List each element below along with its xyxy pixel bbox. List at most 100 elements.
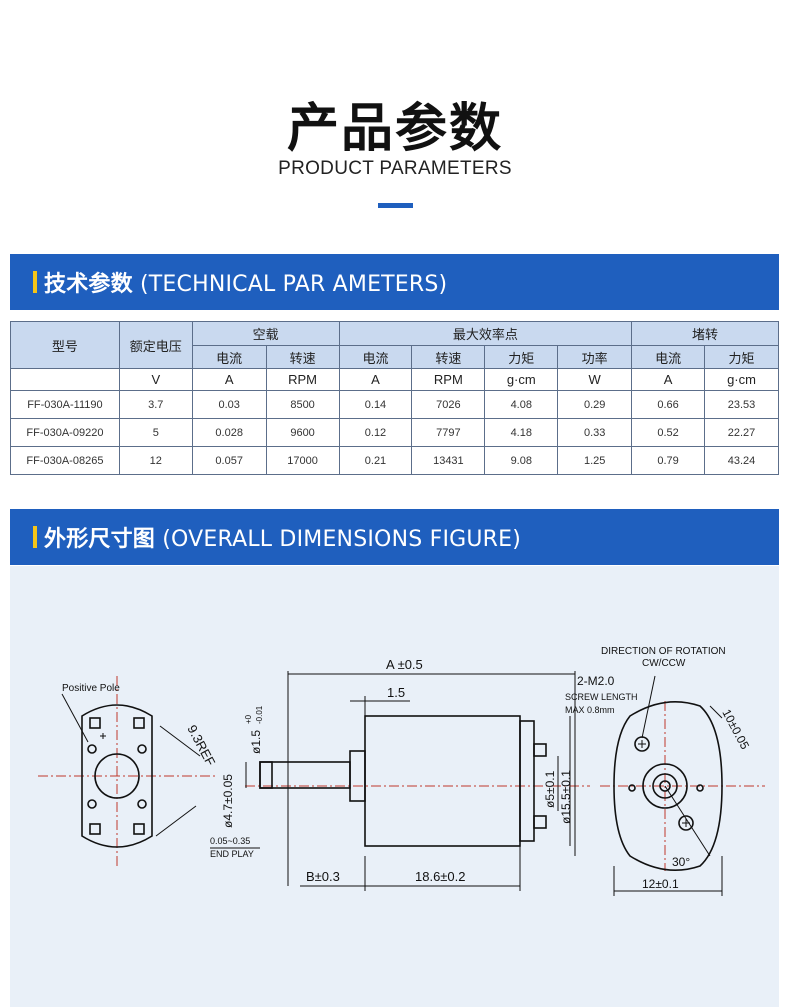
cell-me-power: 1.25 [557,446,633,475]
header-nl-current: 电流 [191,345,267,369]
dim-a-label: A ±0.5 [386,657,423,672]
unit-me-power: W [557,368,633,391]
title-underline [378,203,413,208]
end-view-right-annotations [613,675,723,896]
shaft-dia-label: ø1.5 [249,730,263,754]
unit-nl-speed: RPM [265,368,340,391]
header-st-current: 电流 [631,345,706,369]
dia-15-5-label: ø15.5±0.1 [559,770,573,824]
cell-voltage: 5 [118,418,193,447]
section-accent-bar [33,526,37,548]
cell-model: FF-030A-09220 [10,418,120,447]
cell-st-current: 0.52 [631,418,706,447]
screw-m2-label: 2-M2.0 [577,674,615,688]
rotation-label-1: DIRECTION OF ROTATION [601,646,726,657]
cell-st-torque: 23.53 [704,390,779,419]
cell-model: FF-030A-08265 [10,446,120,475]
end-view-left [81,704,153,848]
header-no-load: 空载 [191,321,340,346]
dim-12-label: 12±0.1 [642,877,679,891]
unit-nl-current: A [191,368,267,391]
dimensions-title-en: (OVERALL DIMENSIONS FIGURE) [162,527,522,552]
header-st-torque: 力矩 [704,345,779,369]
dim-18-6-label: 18.6±0.2 [415,869,466,884]
header-me-speed: 转速 [411,345,486,369]
shaft-dia-plus: +0 [244,714,253,724]
dia-5-label: ø5±0.1 [543,770,557,808]
screw-max-label: MAX 0.8mm [565,705,615,715]
header-max-efficiency: 最大效率点 [338,321,633,346]
cell-me-current: 0.21 [338,446,413,475]
header-nl-speed: 转速 [265,345,340,369]
cell-nl-current: 0.028 [191,418,267,447]
unit-model-empty [10,368,120,391]
unit-me-torque: g·cm [484,368,559,391]
end-play-label: END PLAY [210,849,254,859]
cell-nl-speed: 8500 [265,390,340,419]
cell-me-speed: 13431 [411,446,486,475]
cell-st-torque: 43.24 [704,446,779,475]
ref-9-3-label: 9.3REF [184,722,218,768]
header-me-torque: 力矩 [484,345,559,369]
header-me-current: 电流 [338,345,413,369]
parameters-table: 型号 额定电压 空载 最大效率点 堵转 电流 转速 电流 转速 力矩 功率 电流… [10,321,779,475]
cell-me-speed: 7797 [411,418,486,447]
positive-pole-leader [61,693,201,837]
technical-title-zh: 技术参数 [44,272,133,297]
cell-me-speed: 7026 [411,390,486,419]
cell-voltage: 12 [118,446,193,475]
dim-10-label: 10±0.05 [719,707,752,752]
unit-voltage: V [118,368,193,391]
cell-st-current: 0.79 [631,446,706,475]
dimensions-section-header: 外形尺寸图 (OVERALL DIMENSIONS FIGURE) [10,509,779,565]
cell-nl-speed: 17000 [265,446,340,475]
motor-side-view [259,715,547,847]
dimensions-section-title: 外形尺寸图 (OVERALL DIMENSIONS FIGURE) [44,521,521,553]
shaft-dia-group: ø1.5 +0 -0.01 [244,705,264,754]
cell-nl-speed: 9600 [265,418,340,447]
technical-title-en: (TECHNICAL PAR AMETERS) [140,272,448,297]
cell-me-current: 0.14 [338,390,413,419]
technical-section-header: 技术参数 (TECHNICAL PAR AMETERS) [10,254,779,310]
cell-me-power: 0.29 [557,390,633,419]
unit-st-torque: g·cm [704,368,779,391]
table-row: FF-030A-09220 5 0.028 9600 0.12 7797 4.1… [10,418,779,447]
technical-section-title: 技术参数 (TECHNICAL PAR AMETERS) [44,266,447,298]
unit-me-current: A [338,368,413,391]
center-lines [38,676,765,871]
screw-length-label: SCREW LENGTH [565,692,638,702]
angle-30-label: 30° [672,855,690,869]
dimensions-drawing-panel: Positive Pole 9.3REF A ±0.5 1 [10,566,779,1007]
positive-pole-label: Positive Pole [62,683,120,694]
header-stall: 堵转 [631,321,779,346]
dim-b-label: B±0.3 [306,869,340,884]
table-row: FF-030A-08265 12 0.057 17000 0.21 13431 … [10,446,779,475]
rotation-label-2: CW/CCW [642,658,686,669]
cell-me-power: 0.33 [557,418,633,447]
cell-nl-current: 0.03 [191,390,267,419]
cell-me-torque: 9.08 [484,446,559,475]
cell-st-torque: 22.27 [704,418,779,447]
header-me-power: 功率 [557,345,633,369]
unit-st-current: A [631,368,706,391]
dimension-lines [210,671,576,891]
end-view-right [613,700,723,872]
shaft-dia-minus: -0.01 [255,705,264,724]
cell-me-current: 0.12 [338,418,413,447]
section-accent-bar [33,271,37,293]
cell-me-torque: 4.18 [484,418,559,447]
unit-me-speed: RPM [411,368,486,391]
end-play-value: 0.05~0.35 [210,836,250,846]
page-subtitle: PRODUCT PARAMETERS [278,158,512,179]
cell-model: FF-030A-11190 [10,390,120,419]
page-title: 产品参数 [286,99,503,159]
header-rated-voltage: 额定电压 [118,321,193,369]
dia-4-7-label: ø4.7±0.05 [221,774,235,828]
dimensions-drawing: Positive Pole 9.3REF A ±0.5 1 [38,646,765,896]
header-model: 型号 [10,321,120,369]
dimensions-title-zh: 外形尺寸图 [44,527,156,552]
cell-voltage: 3.7 [118,390,193,419]
table-row: FF-030A-11190 3.7 0.03 8500 0.14 7026 4.… [10,390,779,419]
cell-me-torque: 4.08 [484,390,559,419]
cell-st-current: 0.66 [631,390,706,419]
